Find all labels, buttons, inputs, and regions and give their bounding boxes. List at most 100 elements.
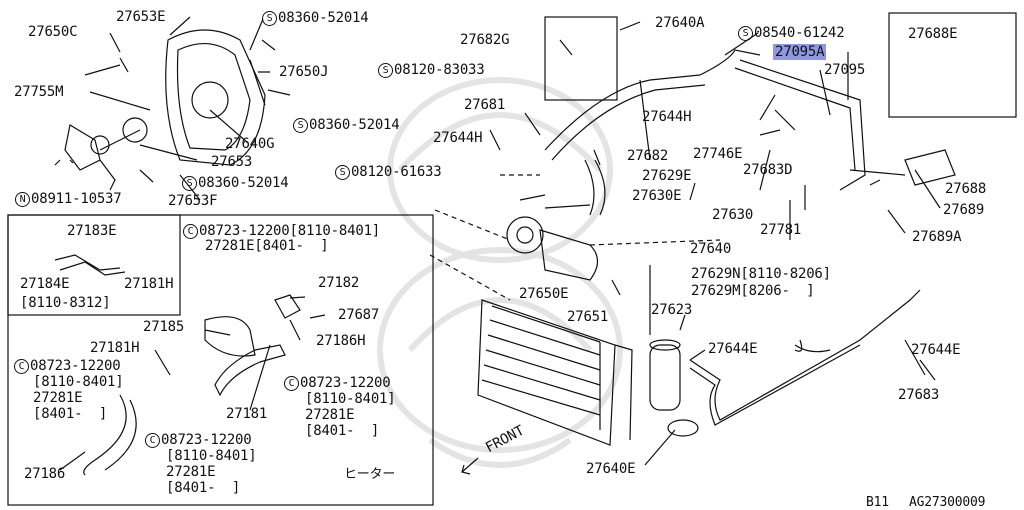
part-27651[interactable]: 27651 — [567, 309, 609, 325]
part-27182[interactable]: 27182 — [318, 275, 360, 291]
part-27281E-top[interactable]: 27281E[8401- ] — [205, 238, 329, 254]
part-number: 08360-52014 — [309, 117, 400, 133]
part-number: 08360-52014 — [198, 175, 289, 191]
highlight-marker: 27095A — [773, 44, 827, 60]
part-27181H-early[interactable]: 27181H — [124, 276, 174, 292]
part-27644E-center[interactable]: 27644E — [708, 341, 758, 357]
part-number: 08723-12200 — [161, 432, 252, 448]
part-27181[interactable]: 27181 — [226, 406, 268, 422]
clamp-symbol: C — [145, 433, 160, 448]
date-range: [8110-8401] — [166, 448, 257, 464]
part-number: 08360-52014 — [278, 10, 369, 26]
part-27650J[interactable]: 27650J — [279, 64, 329, 80]
part-27630E[interactable]: 27630E — [632, 188, 682, 204]
part-27653E[interactable]: 27653E — [116, 9, 166, 25]
standard-bolt-symbol: S — [335, 165, 350, 180]
standard-bolt-symbol: S — [738, 26, 753, 41]
part-27640A[interactable]: 27640A — [655, 15, 705, 31]
part-27687[interactable]: 27687 — [338, 307, 380, 323]
part-27682G[interactable]: 27682G — [460, 32, 510, 48]
part-27186[interactable]: 27186 — [24, 466, 66, 482]
clamp-symbol: C — [14, 359, 29, 374]
part-27281E-left[interactable]: 27281E — [33, 390, 83, 406]
part-27689A[interactable]: 27689A — [912, 229, 962, 245]
standard-bolt-symbol: S — [182, 176, 197, 191]
part-number: 08540-61242 — [754, 25, 845, 41]
footer-model: B11 — [866, 495, 889, 510]
part-27629M[interactable]: 27629M[8206- ] — [691, 283, 815, 299]
part-number: 08723-12200 — [300, 375, 391, 391]
part-27640[interactable]: 27640 — [690, 241, 732, 257]
part-number: 08723-12200[8110-8401] — [199, 223, 381, 239]
part-27688E[interactable]: 27688E — [908, 26, 958, 42]
footer-diagram-code: AG27300009 — [909, 495, 986, 510]
part-27781[interactable]: 27781 — [760, 222, 802, 238]
inset-box-27682G — [544, 16, 618, 101]
standard-bolt-symbol: S — [262, 11, 277, 26]
date-range: [8401- ] — [166, 480, 241, 496]
part-27095[interactable]: 27095 — [824, 62, 866, 78]
part-number: 08723-12200 — [30, 358, 121, 374]
part-27629E[interactable]: 27629E — [642, 168, 692, 184]
part-27689[interactable]: 27689 — [943, 202, 985, 218]
watermark-emblem — [377, 77, 623, 468]
nut-symbol: N — [15, 192, 30, 207]
date-range: [8401- ] — [33, 406, 108, 422]
part-27644H-right[interactable]: 27644H — [642, 109, 692, 125]
part-27183E[interactable]: 27183E — [67, 223, 117, 239]
part-27683D[interactable]: 27683D — [743, 162, 793, 178]
part-27650C[interactable]: 27650C — [28, 24, 78, 40]
part-27746E[interactable]: 27746E — [693, 146, 743, 162]
part-27640G[interactable]: 27640G — [225, 136, 275, 152]
standard-bolt-symbol: S — [293, 118, 308, 133]
part-number: 08120-83033 — [394, 62, 485, 78]
part-27281E-bottom[interactable]: 27281E — [166, 464, 216, 480]
part-27682[interactable]: 27682 — [627, 148, 669, 164]
date-range: [8110-8401] — [305, 391, 396, 407]
part-number: 08911-10537 — [31, 191, 122, 207]
part-27644H-left[interactable]: 27644H — [433, 130, 483, 146]
date-range: [8401- ] — [305, 423, 380, 439]
part-27640E[interactable]: 27640E — [586, 461, 636, 477]
part-27688[interactable]: 27688 — [945, 181, 987, 197]
heater-label: ヒーター — [344, 467, 396, 482]
part-27184E[interactable]: 27184E — [20, 276, 70, 292]
clamp-symbol: C — [284, 376, 299, 391]
part-27644E-right[interactable]: 27644E — [911, 342, 961, 358]
inset-box-27688E — [888, 12, 1017, 118]
part-27181H[interactable]: 27181H — [90, 340, 140, 356]
part-27623[interactable]: 27623 — [651, 302, 693, 318]
standard-bolt-symbol: S — [378, 63, 393, 78]
part-27281E-right[interactable]: 27281E — [305, 407, 355, 423]
part-27095A-highlighted[interactable]: 27095A — [773, 44, 827, 60]
date-range: [8110-8401] — [33, 374, 124, 390]
part-27650E[interactable]: 27650E — [519, 286, 569, 302]
part-27630[interactable]: 27630 — [712, 207, 754, 223]
part-27653F[interactable]: 27653F — [168, 193, 218, 209]
part-27681[interactable]: 27681 — [464, 97, 506, 113]
part-number: 08120-61633 — [351, 164, 442, 180]
part-27629N[interactable]: 27629N[8110-8206] — [691, 266, 831, 282]
part-27683[interactable]: 27683 — [898, 387, 940, 403]
early-model-inset-box — [7, 214, 181, 316]
part-27186H[interactable]: 27186H — [316, 333, 366, 349]
date-range-8110-8312: [8110-8312] — [20, 295, 111, 311]
part-27653[interactable]: 27653 — [211, 154, 253, 170]
part-27185[interactable]: 27185 — [143, 319, 185, 335]
part-27755M[interactable]: 27755M — [14, 84, 64, 100]
heater-hose-inset-box — [7, 214, 434, 506]
clamp-symbol: C — [183, 224, 198, 239]
